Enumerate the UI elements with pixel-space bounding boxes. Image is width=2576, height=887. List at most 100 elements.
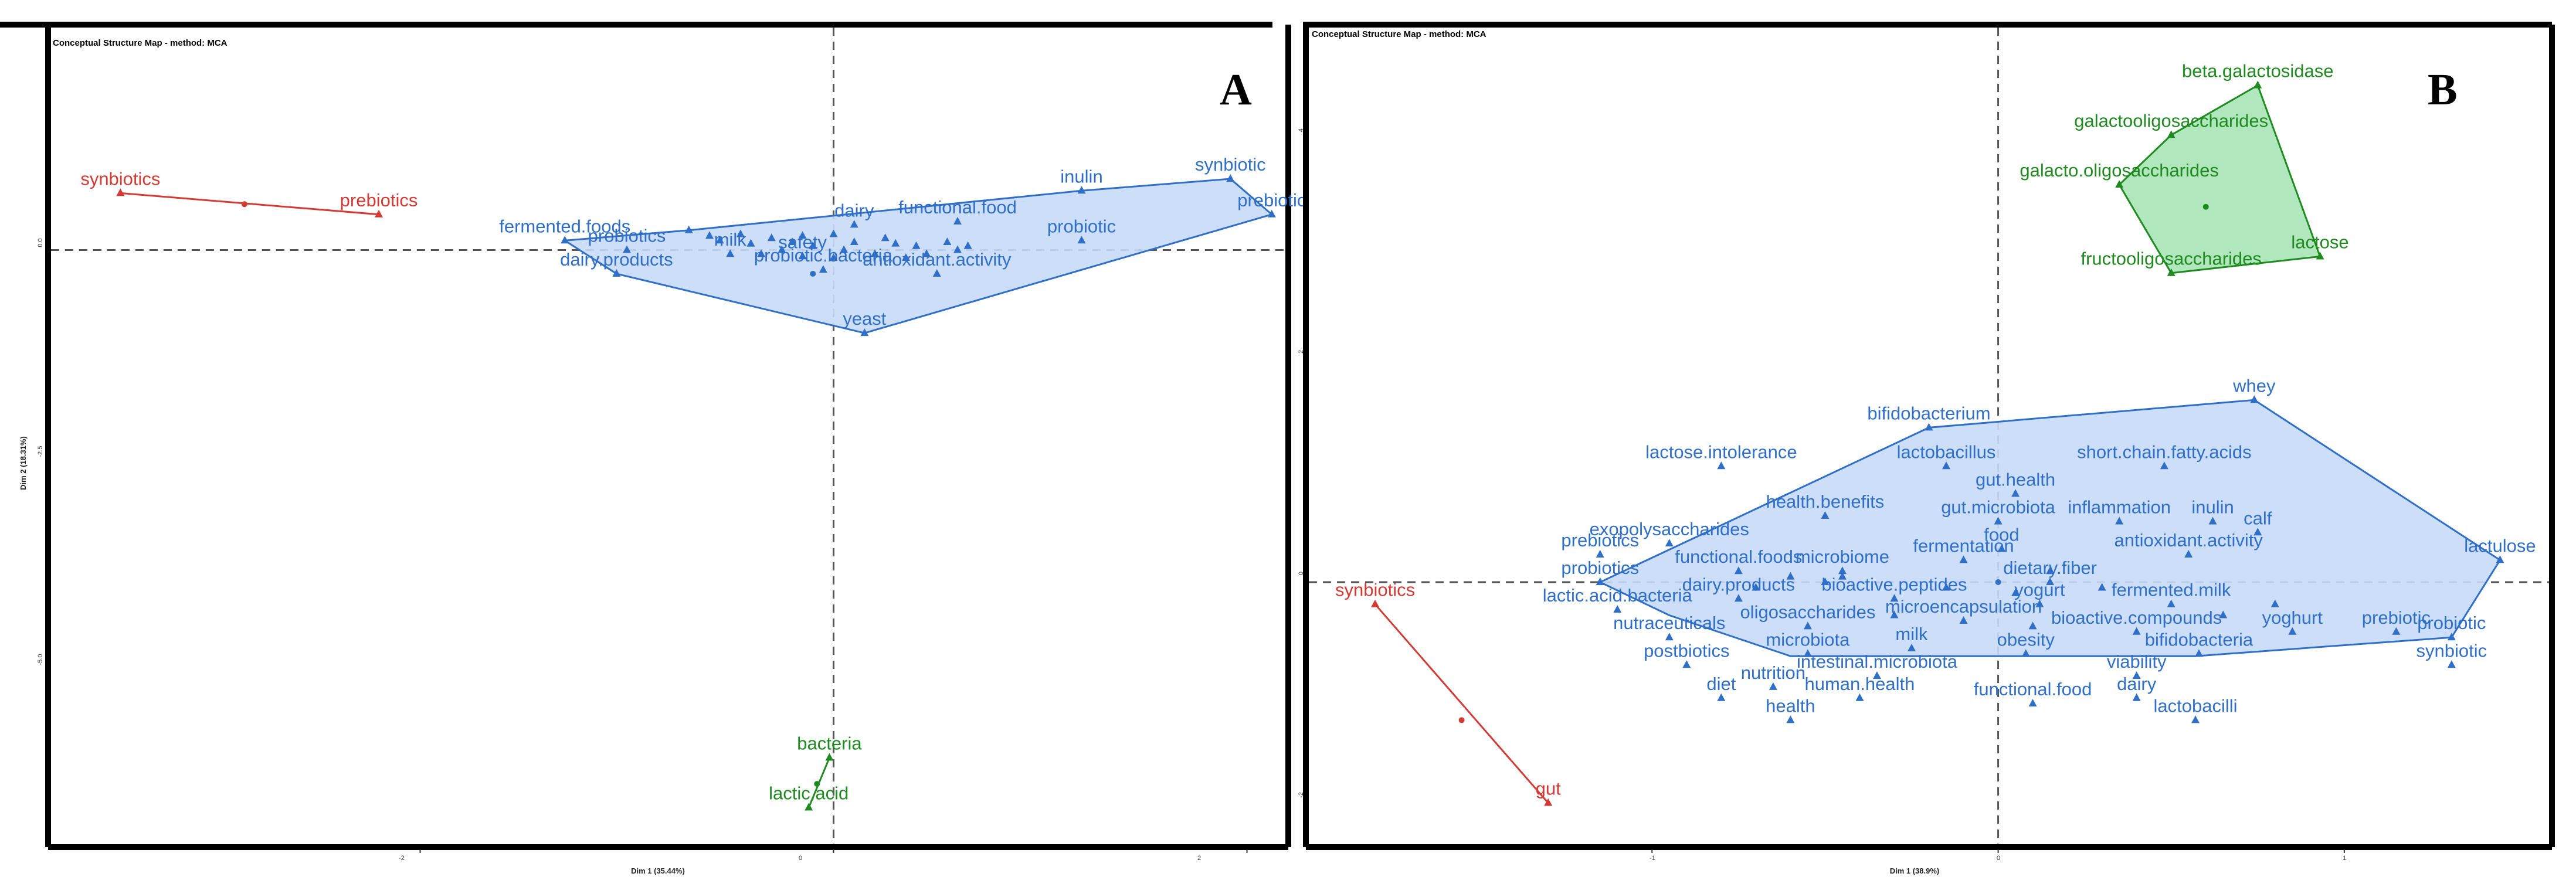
panel-b-cluster-blue-marker: [2250, 395, 2259, 403]
panel-b-cluster-blue-label: human.health: [1805, 674, 1915, 694]
panel-a-cluster-blue-point: [705, 231, 714, 239]
panel-b-cluster-blue-marker: [1734, 566, 1743, 575]
panel-b-cluster-blue-label: nutraceuticals: [1613, 613, 1725, 633]
panel-b-cluster-blue-marker: [1786, 715, 1795, 723]
panel-b: Conceptual Structure Map - method: MCA B…: [1298, 22, 2555, 875]
panel-b-cluster-blue-label: inflammation: [2068, 497, 2171, 517]
panel-b-cluster-blue-point: [1786, 572, 1795, 580]
panel-b-cluster-blue-marker: [1613, 605, 1622, 613]
panel-a-cluster-blue-marker: [1077, 236, 1086, 244]
panel-a-cluster-blue-point: [767, 233, 776, 242]
panel-a-xtick-label: -2: [399, 855, 405, 862]
panel-a-xtick-label: 2: [1197, 855, 1201, 862]
panel-b-cluster-blue-marker: [1907, 644, 1916, 652]
panel-b-xtick-label: 1: [2343, 855, 2346, 862]
panel-b-cluster-blue-marker: [2046, 577, 2055, 586]
panel-b-yticks: 4 2 0 -2: [1298, 128, 1305, 798]
panel-a-cluster-blue-marker: [623, 245, 631, 253]
panel-a-plot-area: synbioticsprebioticssynbioticinulinprebi…: [51, 28, 1306, 853]
panel-b-cluster-red-marker: [1371, 599, 1380, 607]
panel-b-xlabel: Dim 1 (38.9%): [1890, 866, 1940, 875]
panel-b-cluster-blue-label: lactic.acid.bacteria: [1543, 585, 1693, 606]
panel-a-letter: A: [1220, 65, 1252, 114]
panel-a-title: Conceptual Structure Map - method: MCA: [53, 38, 228, 48]
panel-a-cluster-green-label: lactic.acid: [769, 783, 849, 804]
panel-a-cluster-blue-point: [881, 233, 890, 242]
panel-a-cluster-blue-marker: [1077, 186, 1086, 194]
panel-b-xticks: -1 0 1: [1650, 855, 2346, 862]
panel-a-cluster-blue-label: antioxidant.activity: [863, 249, 1012, 270]
panel-a-cluster-blue-point: [778, 245, 786, 253]
panel-b-cluster-blue-marker: [2496, 555, 2504, 563]
panel-b-cluster-blue-label: dairy: [2117, 674, 2157, 694]
panel-a-cluster-red-segment: [120, 192, 379, 216]
panel-a-cluster-blue-marker: [1267, 209, 1276, 217]
panel-a-ylabel: Dim 2 (18.31%): [19, 436, 28, 490]
panel-b-cluster-blue-marker: [2167, 599, 2175, 607]
panel-b-cluster-blue-label: prebiotics: [1561, 530, 1639, 550]
panel-a-yticks: 0.0 -2.5 -5.0: [37, 238, 44, 665]
panel-b-cluster-green-label: galactooligosaccharides: [2074, 110, 2268, 131]
panel-b-cluster-green-marker: [2115, 180, 2124, 188]
panel-b-cluster-blue-label: functional.food: [1974, 679, 2092, 699]
panel-a-cluster-blue-point: [829, 229, 838, 237]
panel-a-cluster-blue-marker: [612, 269, 621, 277]
panel-b-cluster-blue-label: antioxidant.activity: [2115, 530, 2263, 550]
panel-b-cluster-blue-marker: [1682, 660, 1691, 668]
panel-b-cluster-blue-label: yoghurt: [2262, 607, 2323, 628]
panel-a-cluster-blue-hull: [562, 178, 1274, 334]
panel-a-cluster-blue-point: [891, 239, 900, 247]
panel-a-cluster-blue-marker: [850, 220, 858, 228]
panel-b-cluster-blue-label: fermentation: [1913, 535, 2014, 556]
panel-a-cluster-green-marker: [805, 803, 813, 811]
panel-a-cluster-blue-label: probiotics: [588, 225, 666, 246]
panel-b-cluster-blue-marker: [2392, 627, 2401, 635]
panel-a-cluster-blue-centroid: [810, 270, 816, 277]
panel-a-cluster-red-marker: [375, 209, 383, 217]
panel-b-cluster-blue-marker: [2028, 699, 2037, 707]
panel-b-cluster-blue-label: viability: [2107, 651, 2167, 672]
panel-a-cluster-blue-point: [953, 245, 962, 253]
panel-b-cluster-blue-point: [1752, 583, 1760, 591]
panel-b-cluster-blue-marker: [2447, 660, 2456, 668]
panel-a-cluster-red-label: prebiotics: [340, 190, 418, 210]
panel-b-cluster-blue-label: yogurt: [2014, 580, 2065, 600]
panel-b-cluster-blue-label: lactobacillus: [1897, 441, 1996, 462]
panel-a-cluster-blue-point: [943, 237, 952, 245]
panel-a-cluster-blue-label: prebiotic: [1237, 190, 1306, 210]
panel-b-ytick-label: 0: [1298, 572, 1305, 575]
panel-b-cluster-blue-label: probiotic: [2417, 613, 2486, 633]
panel-b-cluster-blue-marker: [2035, 599, 2044, 607]
panel-a-cluster-red-marker: [116, 188, 125, 196]
panel-b-cluster-blue-marker: [1596, 577, 1604, 586]
panel-b-cluster-blue-label: health: [1766, 695, 1815, 716]
panel-a-cluster-blue-point: [746, 239, 755, 247]
panel-a-cluster-blue-point: [829, 253, 838, 261]
panel-b-cluster-blue-point: [1838, 572, 1847, 580]
panel-a-cluster-blue-point: [788, 237, 796, 245]
panel-b-cluster-blue-label: gut.health: [1976, 469, 2055, 490]
panel-a-cluster-blue-point: [757, 249, 766, 257]
panel-b-cluster-blue-point: [2011, 588, 2020, 596]
panel-b-cluster-blue-marker: [2288, 627, 2297, 635]
panel-b-cluster-blue-label: bifidobacterium: [1867, 403, 1990, 423]
panel-a-xtick-label: 0: [799, 855, 802, 862]
panel-a-cluster-blue-label: dairy: [834, 200, 874, 220]
panel-b-cluster-green-marker: [2167, 130, 2175, 138]
panel-b-cluster-blue-point: [2028, 621, 2037, 630]
panel-b-xtick-label: -1: [1650, 855, 1655, 862]
panel-a-cluster-blue-point: [684, 225, 693, 233]
panel-b-cluster-blue-point: [2219, 610, 2228, 618]
panel-b-cluster-blue-marker: [1717, 461, 1726, 470]
panel-b-cluster-blue-point: [2270, 599, 2279, 607]
panel-a-cluster-blue-label: yeast: [843, 308, 886, 329]
panel-a-ytick-label: 0.0: [37, 238, 44, 247]
panel-b-cluster-blue-marker: [2184, 549, 2193, 558]
panel-b-cluster-blue-marker: [1838, 566, 1847, 575]
panel-b-cluster-blue-label: short.chain.fatty.acids: [2077, 441, 2252, 462]
panel-a-cluster-blue-marker: [953, 216, 962, 225]
panel-b-cluster-blue-marker: [2447, 633, 2456, 641]
panel-b-cluster-blue-label: microbiota: [1766, 629, 1850, 650]
panel-a-cluster-blue-point: [912, 241, 921, 249]
